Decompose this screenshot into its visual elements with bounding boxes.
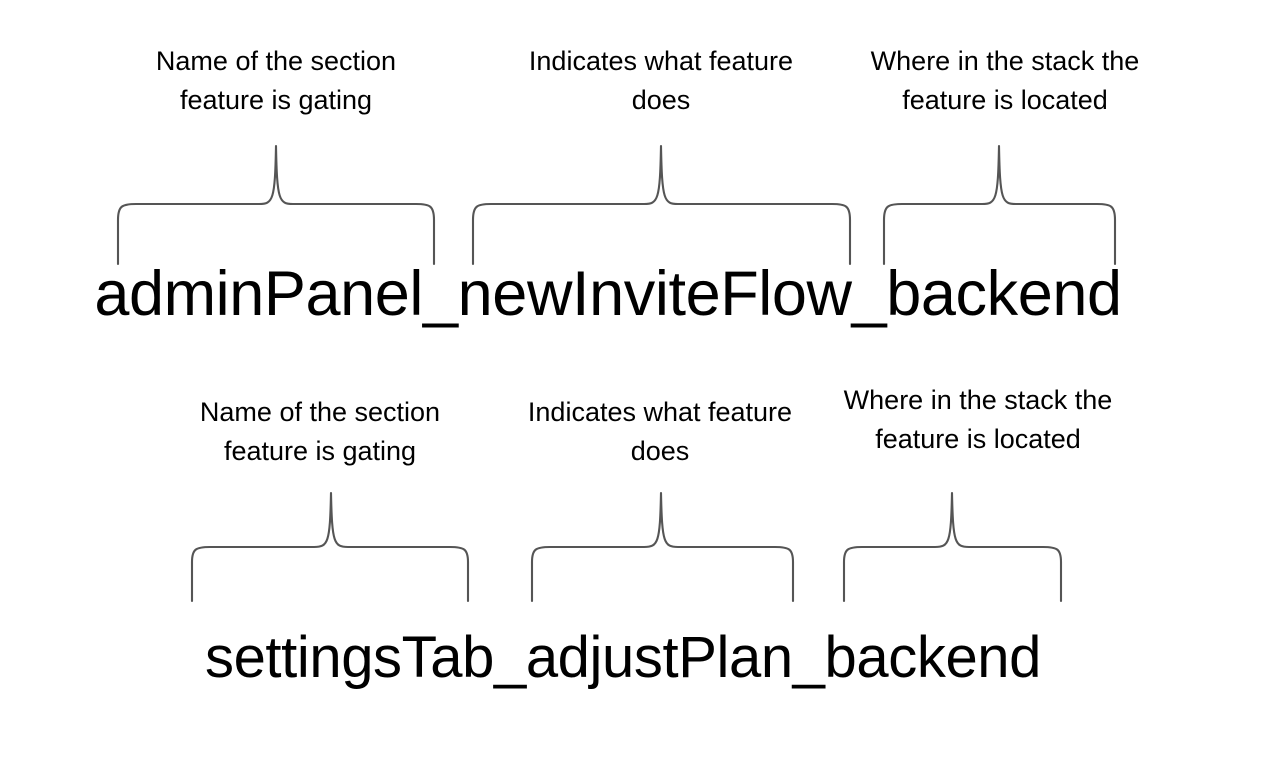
annotation-row1-segment3: Where in the stack the feature is locate… [870, 46, 1140, 115]
brace-row2-segment3 [842, 491, 1063, 603]
annotation-row2-segment1: Name of the section feature is gating [199, 397, 441, 466]
feature-flag-name-row1: adminPanel_newInviteFlow_backend [94, 259, 1122, 329]
brace-row1-segment2 [471, 144, 852, 266]
brace-row2-segment1 [190, 491, 470, 603]
annotation-row1-segment2: Indicates what feature does [528, 46, 794, 115]
feature-flag-name-row2: settingsTab_adjustPlan_backend [204, 625, 1042, 690]
brace-row1-segment1 [116, 144, 436, 266]
annotation-row1-segment1: Name of the section feature is gating [155, 46, 397, 115]
brace-row1-segment3 [882, 144, 1117, 266]
annotation-row2-segment3: Where in the stack the feature is locate… [843, 385, 1113, 454]
annotation-row2-segment2: Indicates what feature does [527, 397, 793, 466]
brace-row2-segment2 [530, 491, 795, 603]
